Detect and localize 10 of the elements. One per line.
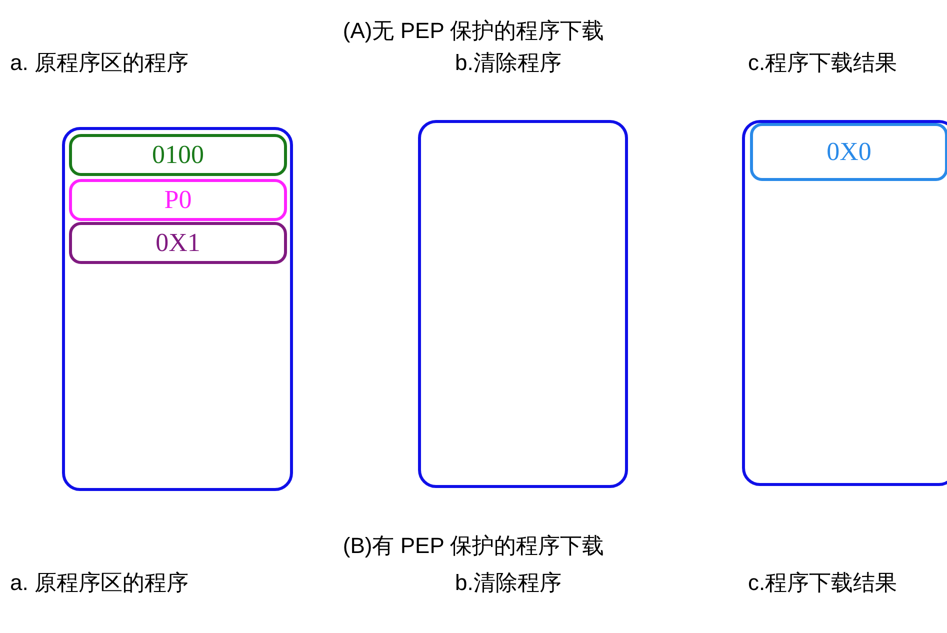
panel-heading: a. 原程序区的程序 <box>10 50 190 76</box>
program-block: P0 <box>69 179 287 221</box>
section-title: (A)无 PEP 保护的程序下载 <box>342 18 604 44</box>
program-block: 0100 <box>69 134 287 176</box>
column-heading: a. 原程序区的程序 <box>10 570 190 596</box>
panel-heading: c.程序下载结果 <box>748 50 898 76</box>
program-block: 0X1 <box>69 222 287 264</box>
column-heading: c.程序下载结果 <box>748 570 898 596</box>
section-title: (B)有 PEP 保护的程序下载 <box>342 533 604 559</box>
program-block: 0X0 <box>750 123 947 181</box>
